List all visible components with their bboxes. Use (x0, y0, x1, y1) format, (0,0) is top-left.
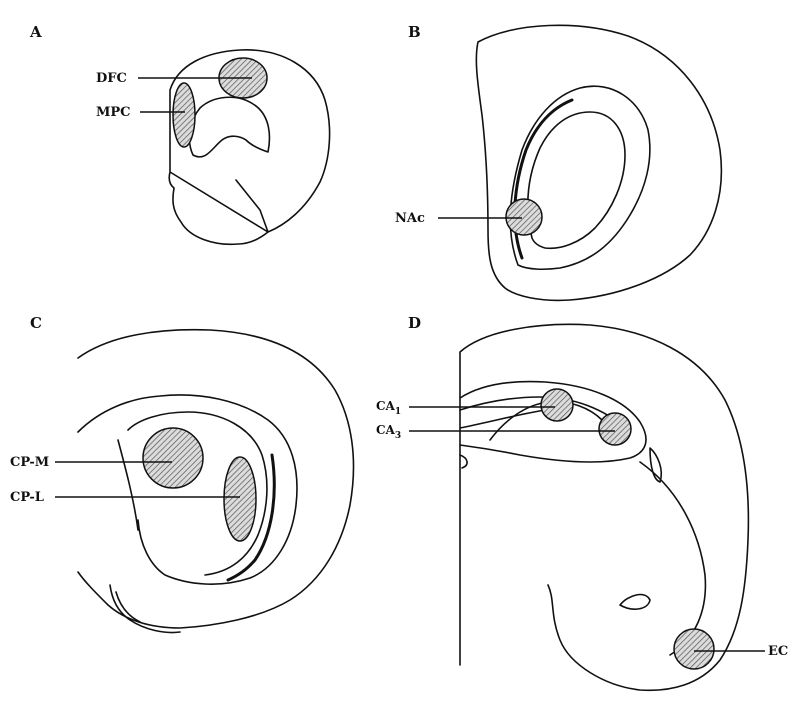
nac-label: NAc (395, 211, 425, 226)
panel-d-ca-band (459, 396, 626, 429)
panel-c-section-outline (77, 328, 355, 629)
panel-b-ventricle-inner (527, 111, 626, 250)
panel-d-hippocampus-outer (459, 380, 647, 463)
panel-c-caudate-outline (127, 411, 268, 576)
panel-c-letter: C (30, 314, 42, 332)
ec-region (673, 628, 715, 670)
panel-a: A DFC MPC (29, 23, 331, 246)
panel-b-ventricle-outer (509, 85, 651, 271)
panel-a-inner-fold (188, 96, 271, 158)
panel-c-ventricle-line (117, 439, 139, 531)
panel-d-ventricle-slit (649, 447, 663, 483)
nac-region (505, 198, 543, 236)
dfc-label: DFC (96, 71, 127, 86)
panel-c-cortex-inner (77, 394, 298, 585)
cp-l-region (223, 456, 257, 542)
cp-m-label: CP-M (10, 455, 49, 470)
mpc-region (172, 82, 196, 148)
ca3-label: CA3 (376, 423, 401, 441)
panel-b-letter: B (408, 23, 421, 41)
panel-b-section-outline (475, 24, 723, 302)
ca1-region (540, 388, 574, 422)
ca1-label: CA1 (376, 399, 401, 417)
mpc-label: MPC (96, 105, 131, 120)
ca3-region (598, 412, 632, 446)
cp-m-region (142, 427, 204, 489)
panel-c-bottom-vessels (109, 584, 181, 634)
panel-d-inner-cortex (639, 461, 707, 656)
panel-a-letter: A (29, 23, 42, 41)
panel-d: D CA1 CA3 EC (376, 314, 788, 692)
panel-a-section-outline (168, 49, 331, 246)
panel-d-small-cavity (619, 593, 651, 610)
cp-l-label: CP-L (10, 490, 44, 505)
ec-label: EC (768, 644, 788, 659)
panel-c: C CP-M CP-L (10, 314, 355, 634)
panel-d-midline-notch (459, 454, 468, 469)
panel-c-capsule-band (226, 453, 276, 582)
panel-b: B NAc (395, 23, 723, 302)
panel-d-letter: D (408, 314, 421, 332)
panel-d-section-outline (459, 323, 750, 692)
